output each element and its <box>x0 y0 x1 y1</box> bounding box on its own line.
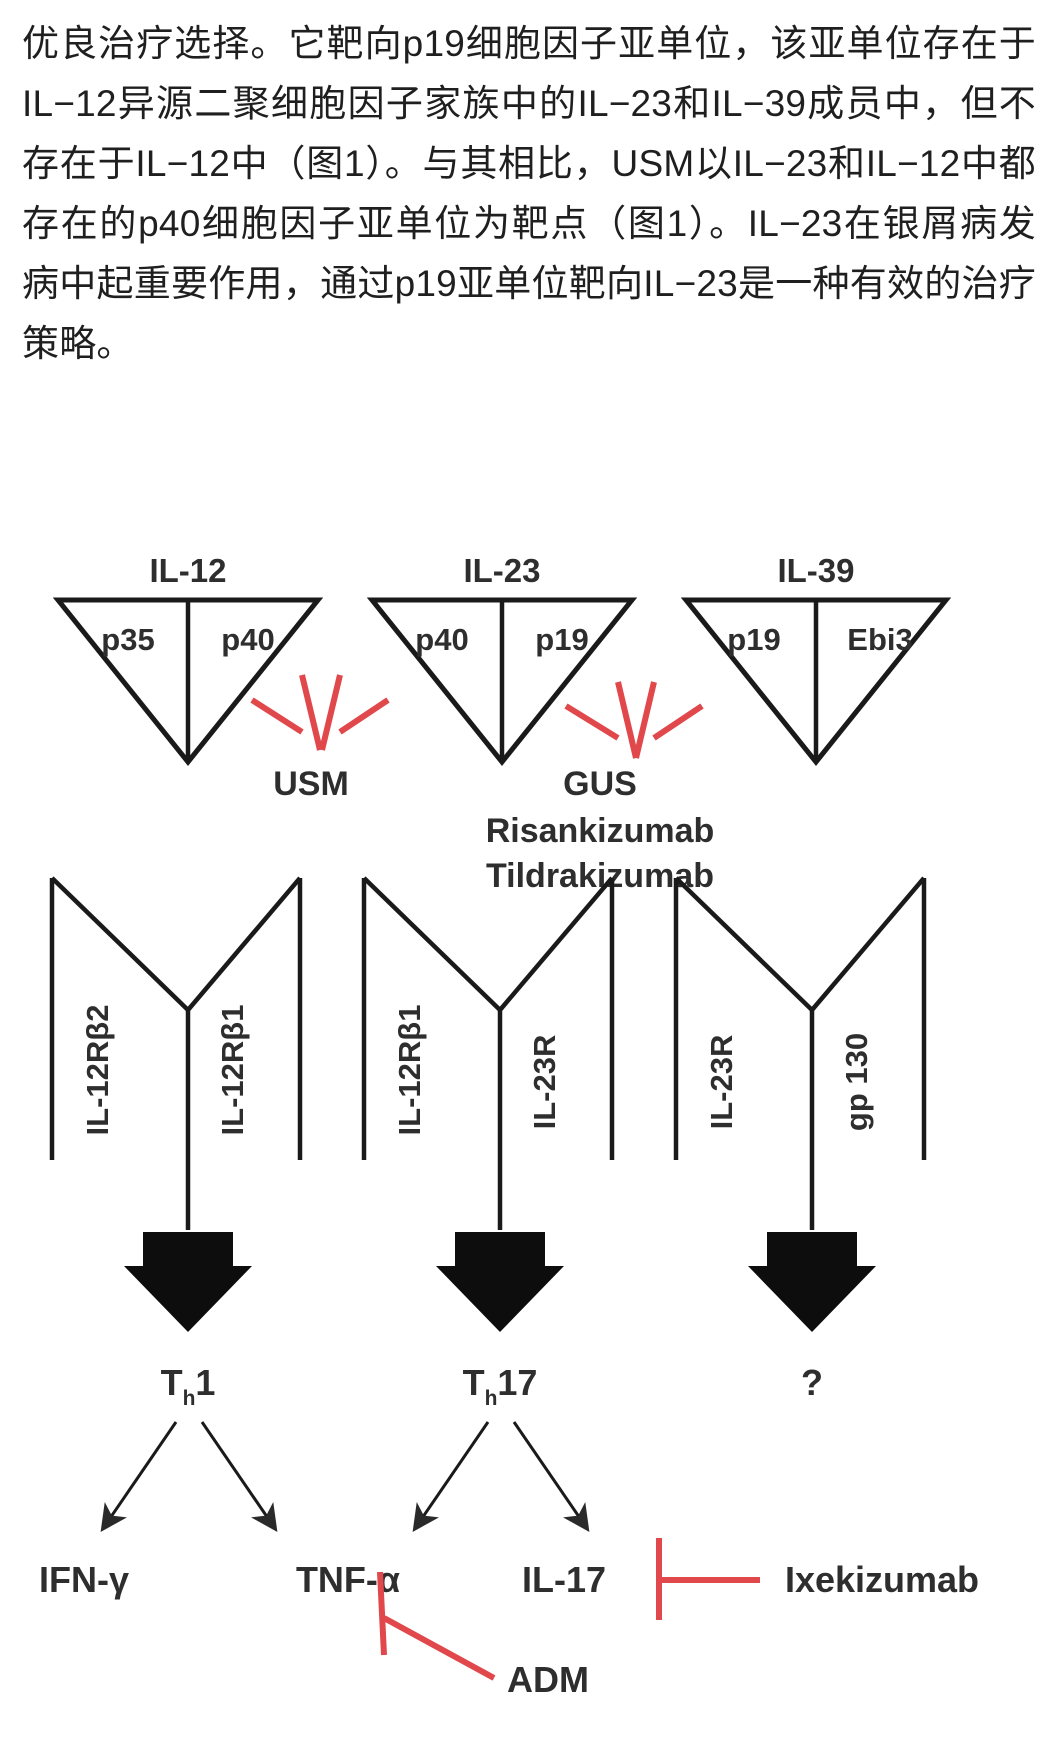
signal-arrow-2 <box>436 1232 564 1332</box>
subunit-label-p19-il39: p19 <box>727 622 780 657</box>
th1-base: T <box>161 1362 183 1403</box>
il12-il23-il39-pathway-diagram: IL-12 p35 p40 IL-23 p40 p19 IL-39 p19 Eb… <box>39 552 979 1700</box>
inhibitor-mark-ixekizumab <box>656 1538 760 1620</box>
inhibitor-mark-adm <box>377 1571 496 1681</box>
inhibitor-mark-gus-il23 <box>564 681 639 759</box>
subunit-label-ebi3: Ebi3 <box>847 622 912 657</box>
subunit-label-p35: p35 <box>101 622 154 657</box>
cytokine-label-il12: IL-12 <box>149 552 226 589</box>
receptor-label-il23r-b: IL-23R <box>704 1035 739 1130</box>
receptor-complex-2: IL-12Rβ1 IL-23R <box>361 876 615 1230</box>
drug-label-usm: USM <box>273 765 349 803</box>
article-paragraph: 优良治疗选择。它靶向p19细胞因子亚单位，该亚单位存在于IL−12异源二聚细胞因… <box>22 23 1036 364</box>
th17-sub: h <box>485 1387 498 1410</box>
th17-post: 17 <box>497 1362 537 1403</box>
receptor-label-il23r-a: IL-23R <box>527 1035 562 1130</box>
signal-arrow-1 <box>124 1232 252 1332</box>
drug-label-ixekizumab: Ixekizumab <box>785 1559 979 1600</box>
cytokine-triangle-il39: IL-39 p19 Ebi3 <box>680 552 952 766</box>
inhibitor-mark-gus-il39 <box>633 681 704 759</box>
cell-label-th17: Th17 <box>463 1362 538 1410</box>
cell-label-th1: Th1 <box>161 1362 216 1410</box>
drug-label-risankizumab: Risankizumab <box>486 812 715 850</box>
svg-text:Th17: Th17 <box>463 1362 538 1410</box>
effector-label-il17: IL-17 <box>522 1559 606 1600</box>
article-body: 优良治疗选择。它靶向p19细胞因子亚单位，该亚单位存在于IL−12异源二聚细胞因… <box>0 0 1058 374</box>
receptor-label-gp130: gp 130 <box>839 1033 874 1131</box>
inhibitor-mark-usm-il23 <box>319 674 390 751</box>
effector-label-ifn-gamma: IFN-γ <box>39 1559 129 1600</box>
receptor-label-il12rb1-b: IL-12Rβ1 <box>392 1005 427 1136</box>
inhibitor-mark-usm-il12 <box>250 674 323 751</box>
signal-arrow-3 <box>748 1232 876 1332</box>
receptor-label-il12rb1-a: IL-12Rβ1 <box>215 1005 250 1136</box>
subunit-label-p40-il12: p40 <box>221 622 274 657</box>
effector-arrows-th17 <box>412 1421 590 1532</box>
effector-label-tnf-alpha: TNF-α <box>296 1559 400 1600</box>
receptor-complex-1: IL-12Rβ2 IL-12Rβ1 <box>49 876 303 1230</box>
th1-sub: h <box>183 1387 196 1410</box>
effector-arrows-th1 <box>100 1421 278 1532</box>
receptor-complex-3: IL-23R gp 130 <box>673 876 927 1230</box>
th1-post: 1 <box>195 1362 215 1403</box>
subunit-label-p19-il23: p19 <box>535 622 588 657</box>
pathway-figure-container: IL-12 p35 p40 IL-23 p40 p19 IL-39 p19 Eb… <box>0 470 1058 1740</box>
subunit-label-p40-il23: p40 <box>415 622 468 657</box>
cytokine-label-il23: IL-23 <box>463 552 540 589</box>
cell-label-unknown: ? <box>801 1362 823 1403</box>
cytokine-triangle-il12: IL-12 p35 p40 <box>52 552 324 766</box>
drug-label-adm: ADM <box>507 1659 589 1700</box>
unknown-cell-question-mark: ? <box>801 1362 823 1403</box>
receptor-label-il12rb2: IL-12Rβ2 <box>80 1005 115 1136</box>
th17-base: T <box>463 1362 485 1403</box>
cytokine-triangle-il23: IL-23 p40 p19 <box>366 552 638 766</box>
svg-text:Th1: Th1 <box>161 1362 216 1410</box>
cytokine-label-il39: IL-39 <box>777 552 854 589</box>
drug-label-gus: GUS <box>563 765 637 803</box>
